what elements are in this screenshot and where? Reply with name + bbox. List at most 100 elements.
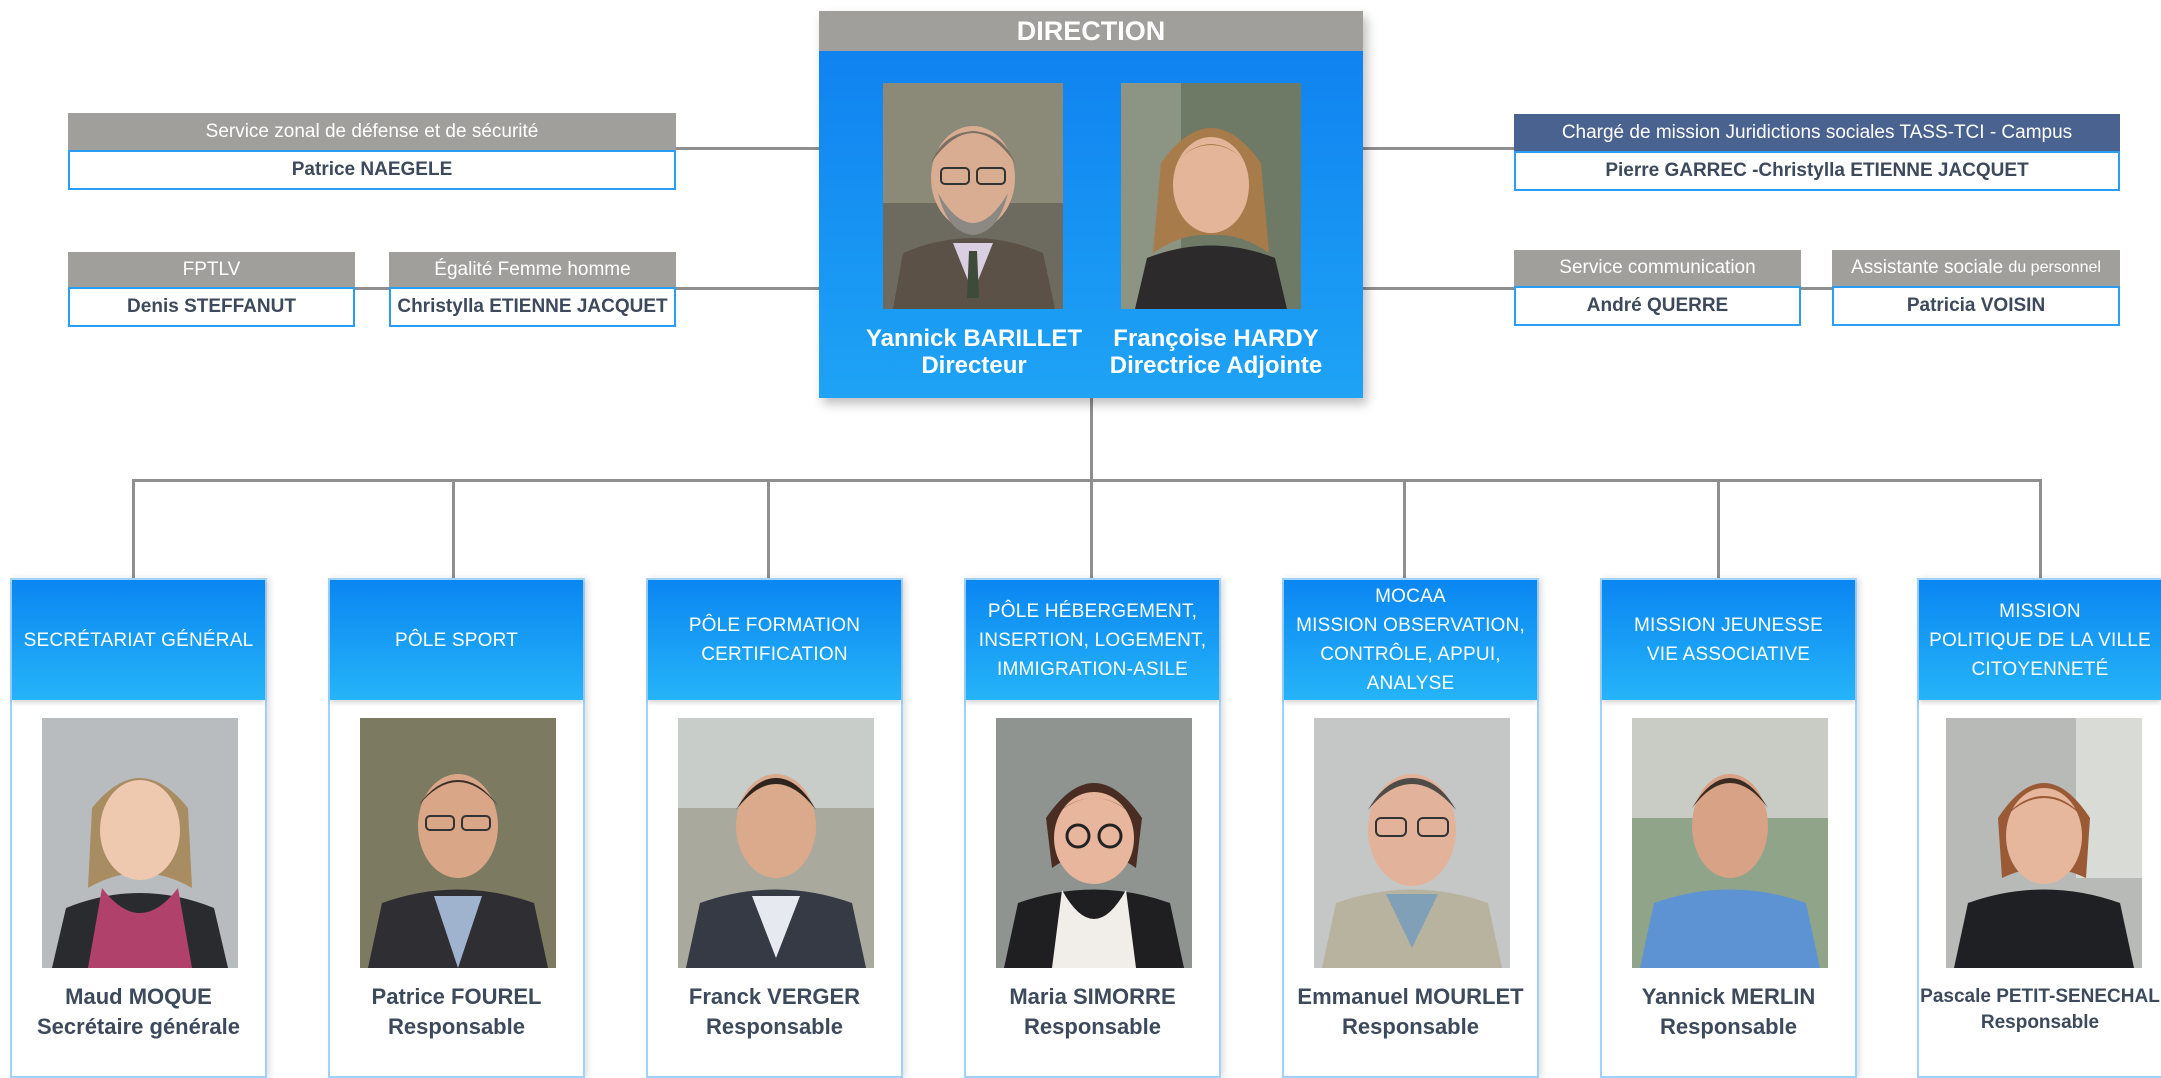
connector-line <box>1090 398 1093 480</box>
person-name: Pascale PETIT-SENECHAL <box>1920 986 2160 1007</box>
connector-line <box>452 479 455 578</box>
pole-card-mocaa: MOCAA MISSION OBSERVATION, CONTRÔLE, APP… <box>1282 578 1539 1078</box>
service-person: Denis STEFFANUT <box>68 287 355 327</box>
service-label-small: du personnel <box>2008 259 2101 276</box>
person-block: Franck VERGER Responsable <box>648 982 901 1042</box>
director-role: Directeur <box>921 352 1027 379</box>
person-block: Maud MOQUE Secrétaire générale <box>12 982 265 1042</box>
pole-title-line: PÔLE FORMATION <box>688 615 861 636</box>
person-name: Patrice FOUREL <box>371 984 542 1009</box>
service-person: André QUERRE <box>1514 286 1801 326</box>
connector-line <box>767 479 770 578</box>
service-box-zonal-defense: Service zonal de défense et de sécurité … <box>68 113 676 190</box>
person-name: Maria SIMORRE <box>1009 984 1176 1009</box>
person-name: Emmanuel MOURLET <box>1297 984 1524 1009</box>
person-photo <box>996 718 1192 968</box>
pole-title: MISSION POLITIQUE DE LA VILLE CITOYENNET… <box>1919 580 2161 700</box>
service-box-communication: Service communication André QUERRE <box>1514 250 1801 326</box>
service-person: Christylla ETIENNE JACQUET <box>389 287 676 327</box>
connector-line <box>1090 479 1093 578</box>
pole-title: PÔLE SPORT <box>330 580 583 700</box>
connector-line <box>1403 479 1406 578</box>
service-label-main: Assistante sociale <box>1851 257 2004 278</box>
pole-title-line: CONTRÔLE, APPUI, ANALYSE <box>1320 644 1501 694</box>
connector-line <box>132 479 2042 482</box>
person-block: Maria SIMORRE Responsable <box>966 982 1219 1042</box>
connector-line <box>2039 479 2042 578</box>
pole-title-line: INSERTION, LOGEMENT, <box>978 629 1207 651</box>
person-block: Pascale PETIT-SENECHAL Responsable <box>1919 984 2161 1036</box>
pole-title-line: MOCAA <box>1375 586 1446 607</box>
direction-title: DIRECTION <box>819 11 1363 51</box>
person-name: Maud MOQUE <box>65 984 212 1009</box>
person-photo <box>360 718 556 968</box>
pole-title-line: CERTIFICATION <box>701 644 848 665</box>
pole-card-formation: PÔLE FORMATION CERTIFICATION Franck VERG… <box>646 578 903 1078</box>
person-block: Yannick MERLIN Responsable <box>1602 982 1855 1042</box>
person-photo <box>42 718 238 968</box>
pole-card-jeunesse: MISSION JEUNESSE VIE ASSOCIATIVE Yannick… <box>1600 578 1857 1078</box>
person-photo <box>1632 718 1828 968</box>
service-label: Chargé de mission Juridictions sociales … <box>1514 114 2120 151</box>
service-label: Service zonal de défense et de sécurité <box>68 113 676 150</box>
person-block: Emmanuel MOURLET Responsable <box>1284 982 1537 1042</box>
pole-title: PÔLE FORMATION CERTIFICATION <box>648 580 901 700</box>
person-role: Secrétaire générale <box>36 1014 241 1039</box>
person-role: Responsable <box>706 1014 843 1039</box>
pole-title-line: MISSION OBSERVATION, <box>1296 615 1525 636</box>
person-role: Responsable <box>1660 1014 1797 1039</box>
pole-title: PÔLE HÉBERGEMENT, INSERTION, LOGEMENT, I… <box>966 580 1219 700</box>
person-block: Patrice FOUREL Responsable <box>330 982 583 1042</box>
director-block: Yannick BARILLET Directeur <box>854 325 1094 379</box>
person-photo <box>1946 718 2142 968</box>
person-role: Responsable <box>388 1014 525 1039</box>
service-box-social-jurisdictions: Chargé de mission Juridictions sociales … <box>1514 114 2120 191</box>
connector-line <box>1717 479 1720 578</box>
service-person: Pierre GARREC -Christylla ETIENNE JACQUE… <box>1514 151 2120 191</box>
deputy-director-role: Directrice Adjointe <box>1109 352 1323 379</box>
person-name: Yannick MERLIN <box>1641 984 1816 1009</box>
pole-title-line: POLITIQUE DE LA VILLE <box>1929 629 2151 651</box>
pole-title-line: PÔLE SPORT <box>394 629 519 651</box>
connector-line <box>354 287 390 290</box>
pole-title-line: SECRÉTARIAT GÉNÉRAL <box>23 629 254 651</box>
service-person: Patricia VOISIN <box>1832 286 2120 326</box>
direction-block: DIRECTION Yannick BARILLET Directeur <box>819 11 1363 398</box>
service-person: Patrice NAEGELE <box>68 150 676 190</box>
pole-title-line: VIE ASSOCIATIVE <box>1646 644 1811 665</box>
person-role: Responsable <box>1980 1012 2100 1033</box>
pole-title: MISSION JEUNESSE VIE ASSOCIATIVE <box>1602 580 1855 700</box>
pole-card-politique-ville: MISSION POLITIQUE DE LA VILLE CITOYENNET… <box>1917 578 2161 1078</box>
person-photo <box>1314 718 1510 968</box>
pole-title-line: MISSION <box>1999 600 2081 622</box>
pole-title: SECRÉTARIAT GÉNÉRAL <box>12 580 265 700</box>
deputy-director-photo <box>1121 83 1301 309</box>
deputy-director-name: Françoise HARDY <box>1113 325 1319 352</box>
person-photo <box>678 718 874 968</box>
pole-title-line: MISSION JEUNESSE <box>1633 615 1824 636</box>
connector-line <box>676 287 820 290</box>
service-label: FPTLV <box>68 252 355 287</box>
connector-line <box>1362 147 1515 150</box>
person-role: Responsable <box>1342 1014 1479 1039</box>
person-role: Responsable <box>1024 1014 1161 1039</box>
pole-card-hebergement: PÔLE HÉBERGEMENT, INSERTION, LOGEMENT, I… <box>964 578 1221 1078</box>
service-box-social-assistant: Assistante sociale du personnel Patricia… <box>1832 250 2120 326</box>
pole-card-secretariat: SECRÉTARIAT GÉNÉRAL Maud MOQUE Secrétair… <box>10 578 267 1078</box>
service-box-fptlv: FPTLV Denis STEFFANUT <box>68 252 355 327</box>
pole-title-line: CITOYENNETÉ <box>1971 658 2109 680</box>
director-photo <box>883 83 1063 309</box>
connector-line <box>676 147 820 150</box>
connector-line <box>1800 287 1833 290</box>
pole-title-line: IMMIGRATION-ASILE <box>997 658 1188 680</box>
pole-title: MOCAA MISSION OBSERVATION, CONTRÔLE, APP… <box>1284 580 1537 700</box>
connector-line <box>1362 287 1515 290</box>
director-name: Yannick BARILLET <box>865 325 1083 352</box>
service-label: Égalité Femme homme <box>389 252 676 287</box>
deputy-director-block: Françoise HARDY Directrice Adjointe <box>1091 325 1341 379</box>
person-name: Franck VERGER <box>688 984 861 1009</box>
pole-title-line: PÔLE HÉBERGEMENT, <box>987 600 1198 622</box>
service-label: Assistante sociale du personnel <box>1832 250 2120 286</box>
pole-card-sport: PÔLE SPORT Patrice FOUREL Responsable <box>328 578 585 1078</box>
service-box-equality: Égalité Femme homme Christylla ETIENNE J… <box>389 252 676 327</box>
